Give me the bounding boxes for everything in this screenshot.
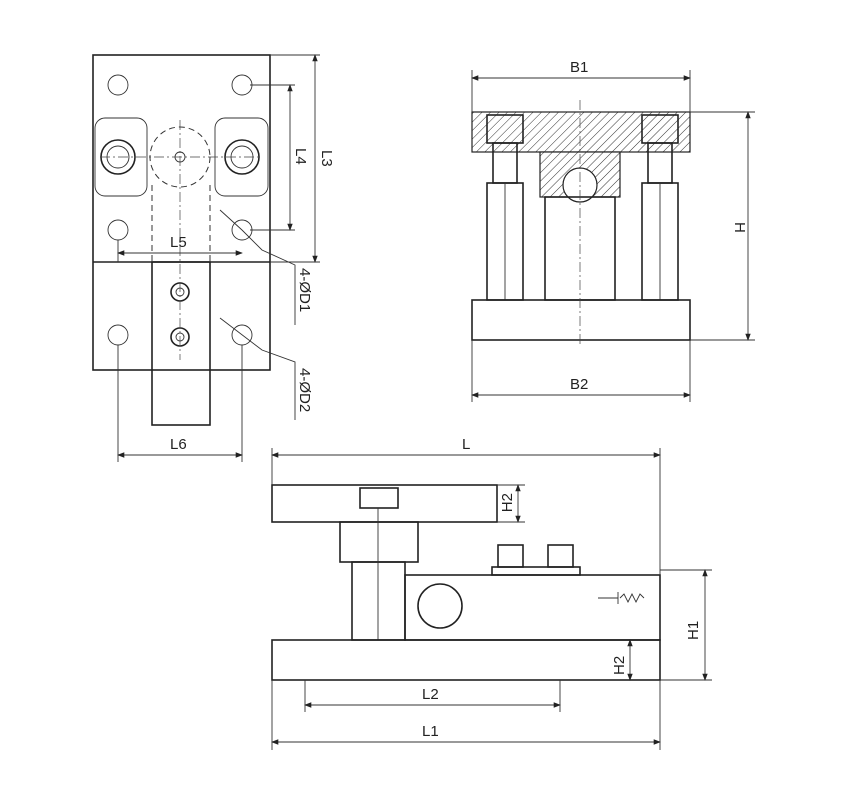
dim-L1: L1 — [422, 723, 439, 740]
dim-H1: H1 — [685, 621, 702, 640]
dim-L5: L5 — [170, 234, 187, 251]
dim-D2: 4-ØD2 — [296, 368, 313, 412]
front-view: B1 H B2 — [471, 59, 755, 402]
dim-L3: L3 — [318, 150, 335, 167]
dim-H2-top: H2 — [499, 493, 516, 512]
dim-L6: L6 — [170, 436, 187, 453]
dim-H2-bottom: H2 — [611, 656, 628, 675]
dim-B1: B1 — [570, 59, 588, 76]
dim-L2: L2 — [422, 686, 439, 703]
plan-view: L3 L4 L5 L6 4-ØD1 4-ØD2 — [92, 54, 335, 462]
dim-H: H — [731, 222, 748, 233]
dim-B2: B2 — [570, 376, 588, 393]
side-view: L H2 H1 H2 L2 L1 — [271, 436, 712, 750]
dim-D1: 4-ØD1 — [296, 268, 313, 312]
dim-L4: L4 — [292, 148, 309, 165]
dim-L: L — [462, 436, 470, 453]
